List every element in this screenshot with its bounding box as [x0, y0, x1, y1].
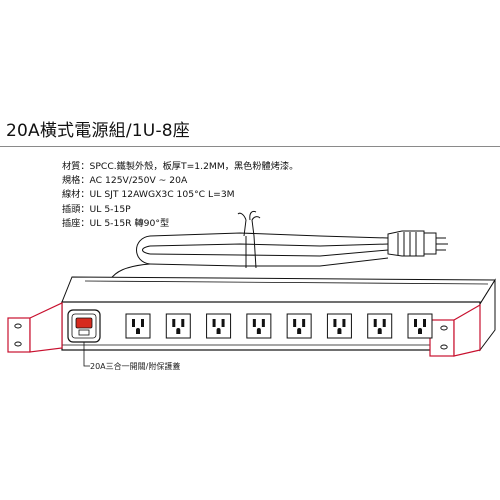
outlet-6	[326, 313, 352, 339]
outlet-8	[407, 313, 433, 339]
outlet-row	[125, 313, 433, 339]
cable-left-loop	[136, 235, 151, 265]
switch-protective-cover	[67, 309, 101, 343]
switch-callout-label: 20A三合一開關/附保護蓋	[90, 362, 181, 371]
outlet-1	[125, 313, 151, 339]
spec-socket: 插座：UL 5-15R 轉90°型	[62, 217, 170, 229]
cable-wire-ends	[237, 210, 261, 221]
outlet-4	[246, 313, 272, 339]
plug-body	[387, 230, 425, 257]
right-rack-bracket	[429, 303, 481, 357]
plug-head	[424, 232, 437, 255]
spec-material: 材質：SPCC.鐵製外殼，板厚T=1.2MM，黑色粉體烤漆。	[62, 161, 299, 172]
outlet-2	[165, 313, 191, 339]
cable-coil-3	[149, 249, 389, 257]
rocker-switch	[75, 317, 93, 329]
outlet-7	[367, 313, 393, 339]
outlet-3	[206, 313, 232, 339]
page-title: 20A橫式電源組/1U-8座	[6, 121, 190, 141]
outlet-5	[286, 313, 312, 339]
cable-riser	[243, 219, 257, 269]
switch-reset-button	[78, 329, 90, 336]
spec-plug: 插頭：UL 5-15P	[62, 203, 131, 215]
cable-coil-4	[149, 257, 389, 267]
cable-coil-1	[149, 232, 389, 239]
left-rack-bracket	[7, 302, 63, 353]
title-divider	[0, 146, 500, 147]
spec-list: 材質：SPCC.鐵製外殼，板厚T=1.2MM，黑色粉體烤漆。 規格：AC 125…	[62, 160, 298, 231]
spec-cable: 線材：UL SJT 12AWGX3C 105°C L=3M	[62, 189, 235, 201]
plug-ribs	[397, 232, 417, 256]
plug-prongs	[436, 237, 448, 251]
spec-rating: 規格：AC 125V/250V ~ 20A	[62, 175, 188, 187]
strip-top-edge	[84, 280, 489, 285]
callout-leader	[83, 342, 90, 367]
cable-coil-2	[149, 243, 389, 247]
